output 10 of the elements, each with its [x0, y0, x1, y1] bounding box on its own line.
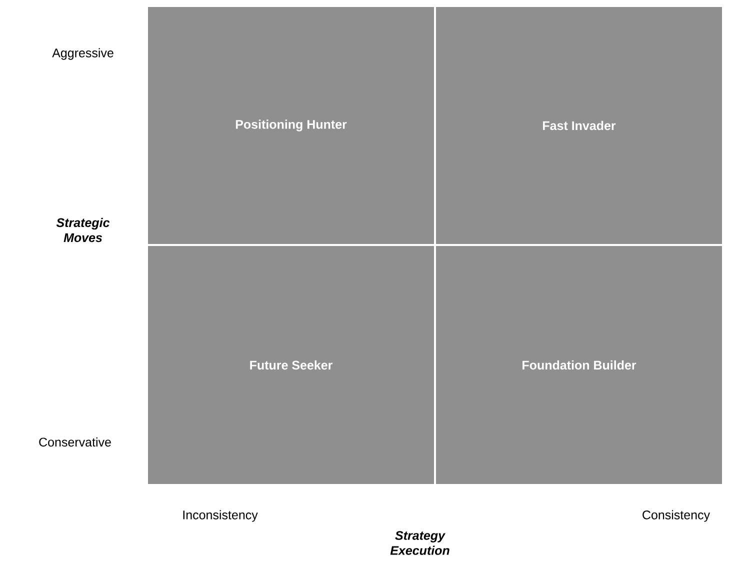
quadrant-box: Future Seeker [148, 246, 434, 484]
axis-label: Aggressive [52, 48, 114, 60]
quadrant-box: Foundation Builder [436, 246, 722, 484]
axis-label: Consistency [642, 510, 710, 522]
axis-label: Inconsistency [183, 510, 258, 522]
quadrant-box: Fast Invader [436, 7, 722, 244]
axis-title: Strategy Execution [390, 531, 450, 555]
axis-label: Conservative [39, 437, 111, 447]
quadrant-box: Positioning Hunter [148, 7, 434, 244]
axis-title: Strategic Moves [56, 218, 110, 242]
